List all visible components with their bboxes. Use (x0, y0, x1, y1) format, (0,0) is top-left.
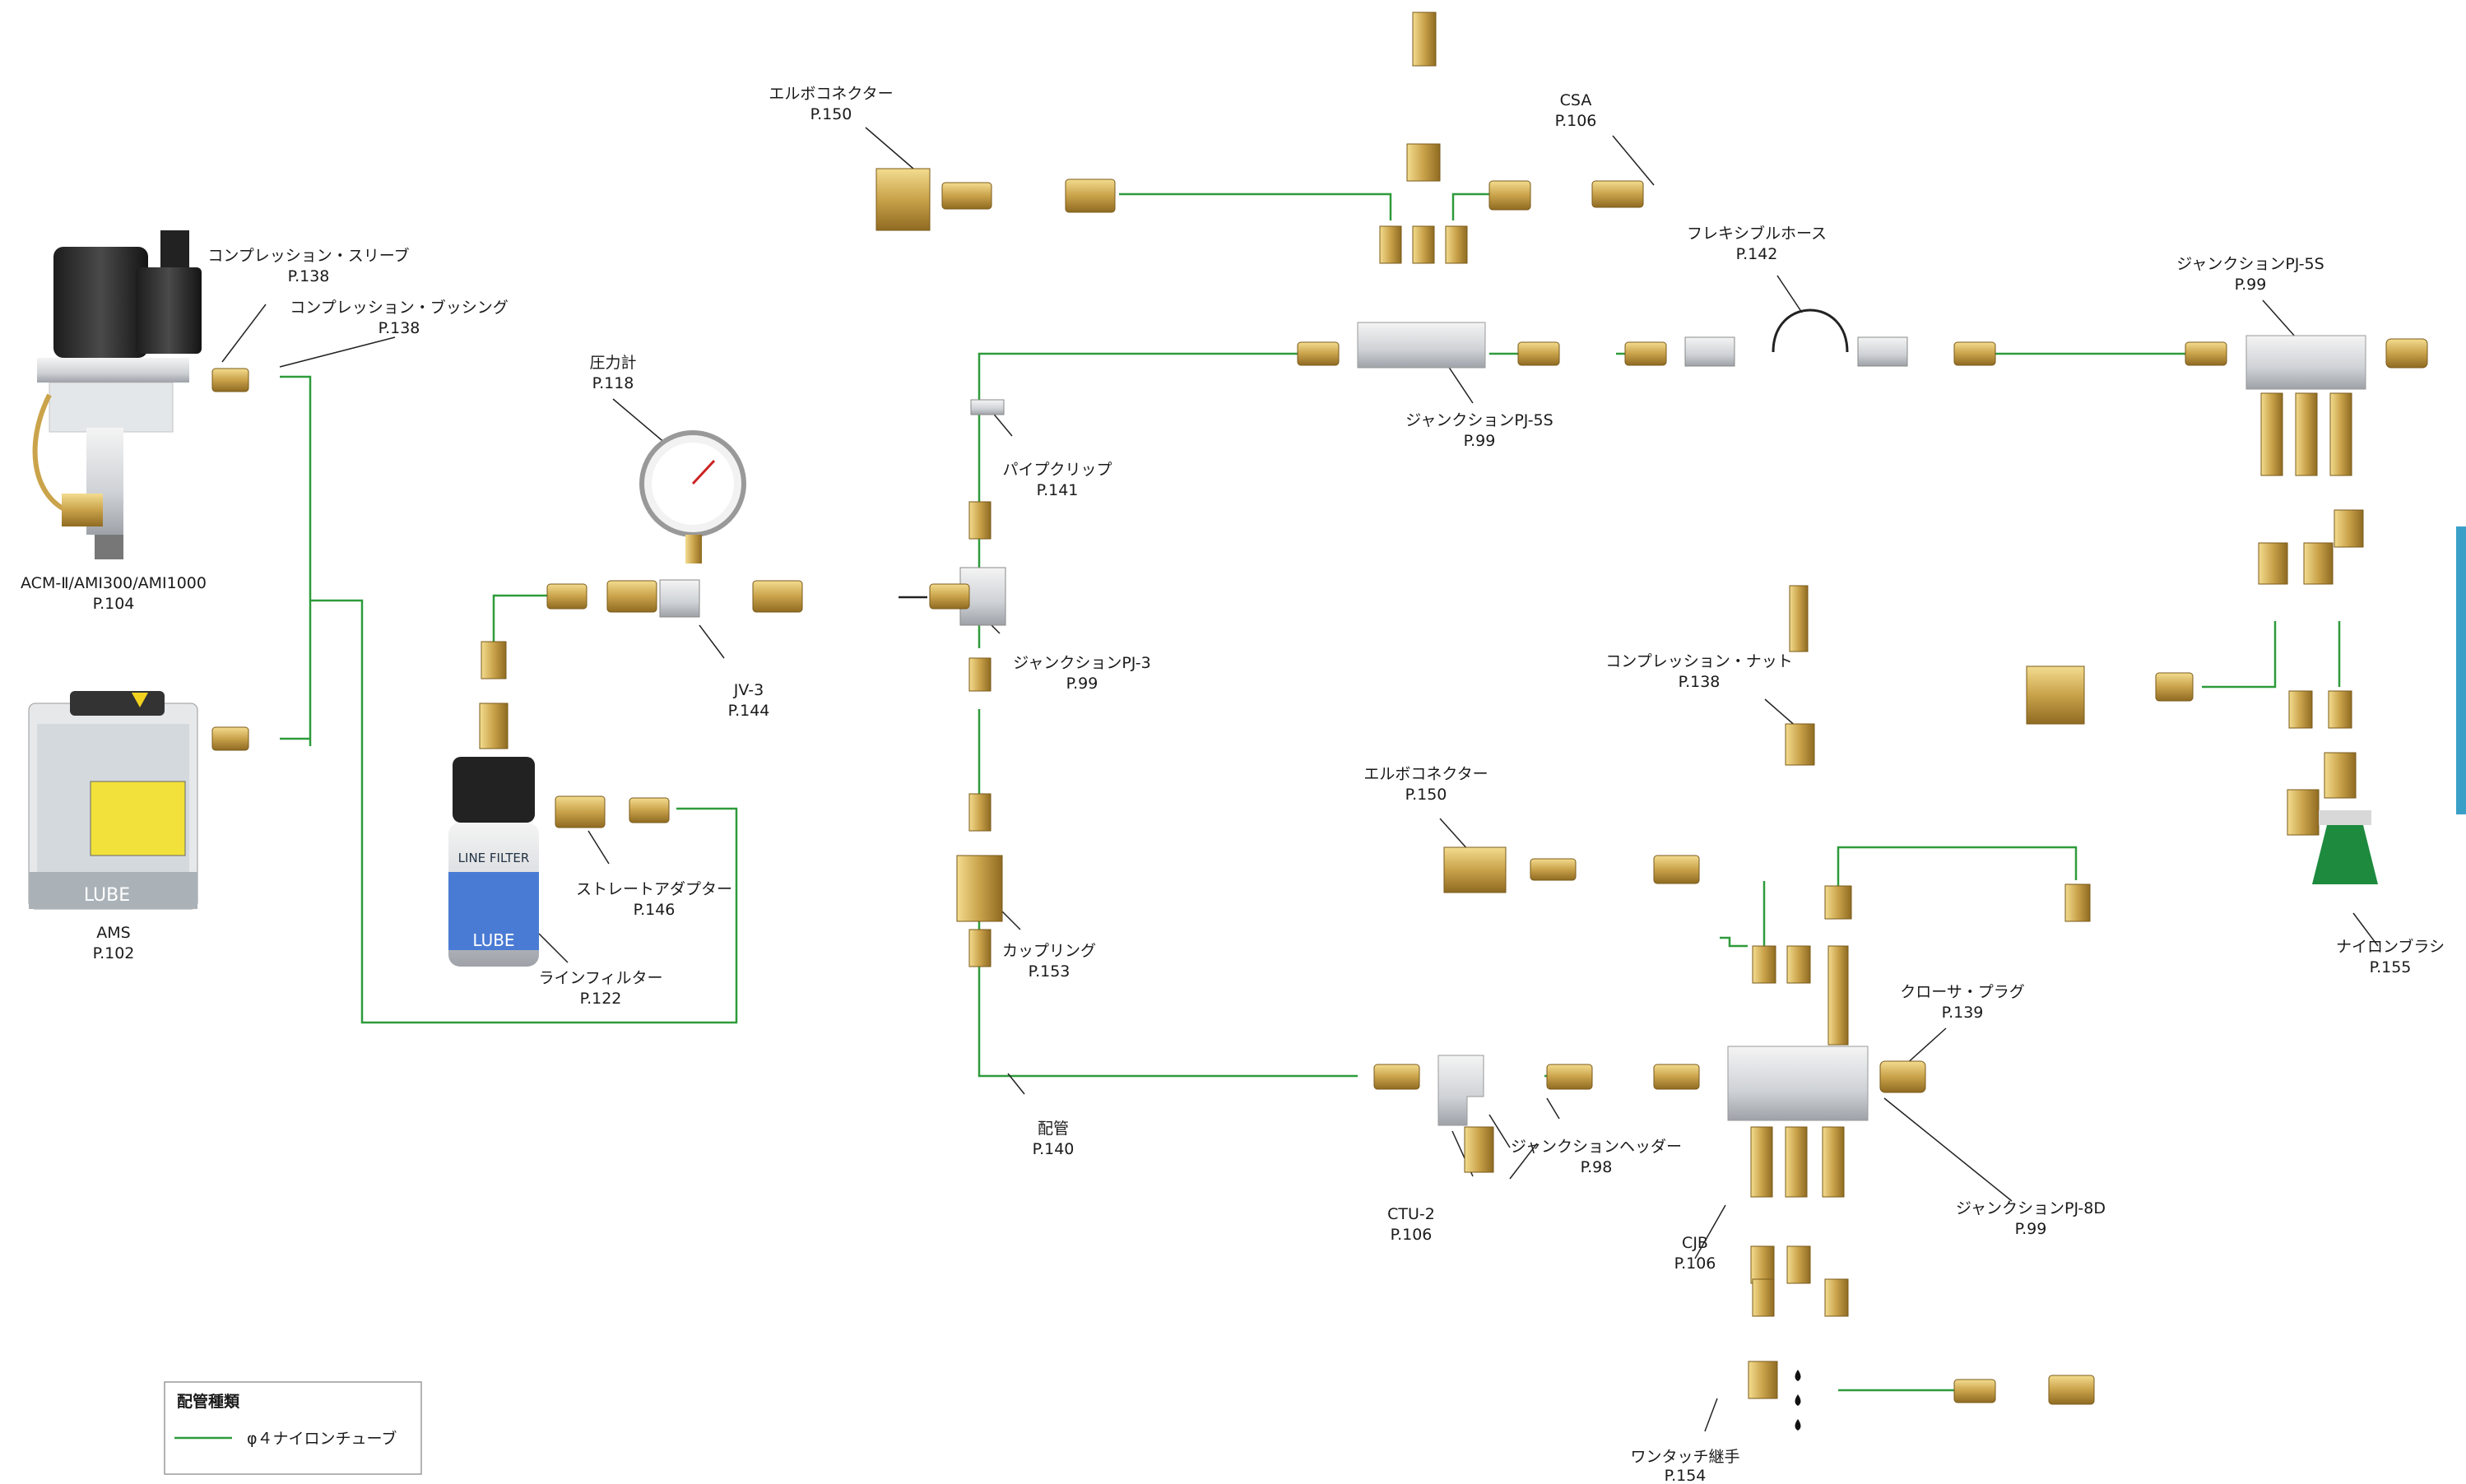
label-acm: ACM-Ⅱ/AMI300/AMI1000 (21, 574, 207, 592)
nylon-brush (2312, 810, 2378, 884)
oil-drops (1795, 1370, 1801, 1431)
label-elbow-top-page: P.150 (810, 105, 852, 123)
svg-text:LUBE: LUBE (84, 885, 130, 906)
label-one-touch-page: P.154 (1665, 1467, 1707, 1484)
label-gauge-page: P.118 (592, 374, 634, 392)
label-acm-page: P.104 (93, 595, 135, 613)
label-nylon-brush: ナイロンブラシ (2336, 937, 2445, 956)
label-pj5s-center: ジャンクションPJ-5S (1405, 411, 1553, 429)
acm-pump (32, 230, 202, 559)
label-line-filter-page: P.122 (580, 990, 622, 1008)
line-filter: LINE FILTER LUBE (448, 757, 539, 967)
label-one-touch: ワンタッチ継手 (1630, 1448, 1739, 1466)
label-comp-sleeve-page: P.138 (288, 267, 330, 285)
label-straight-adapter: ストレートアダプター (576, 880, 732, 898)
label-elbow-mid-page: P.150 (1405, 786, 1447, 804)
label-ams: AMS (96, 924, 130, 942)
label-flex-hose: フレキシブルホース (1687, 224, 1827, 243)
label-gauge: 圧力計 (589, 354, 636, 372)
label-nylon-brush-page: P.155 (2370, 958, 2412, 976)
label-jv3-page: P.144 (728, 702, 770, 720)
label-comp-bushing: コンプレッション・ブッシング (290, 298, 508, 317)
label-jv3: JV-3 (733, 681, 764, 699)
label-ctu2: CTU-2 (1387, 1205, 1435, 1223)
label-coupling-page: P.153 (1029, 962, 1070, 981)
label-comp-nut: コンプレッション・ナット (1605, 652, 1792, 670)
label-coupling: カップリング (1002, 942, 1096, 960)
label-ctu2-page: P.106 (1391, 1226, 1433, 1244)
label-pj5s-center-page: P.99 (1464, 432, 1496, 450)
label-flex-hose-page: P.142 (1736, 245, 1778, 263)
label-csa-page: P.106 (1555, 112, 1597, 130)
label-pipe-clip: パイプクリップ (1002, 461, 1112, 479)
label-line-filter: ラインフィルター (538, 969, 662, 987)
label-elbow-mid: エルボコネクター (1363, 765, 1488, 783)
label-straight-adapter-page: P.146 (634, 901, 676, 919)
label-piping: 配管 (1038, 1120, 1069, 1138)
legend-title: 配管種類 (177, 1392, 240, 1411)
label-pj5s-right-page: P.99 (2235, 276, 2267, 294)
junction-blocks (659, 308, 2366, 1126)
side-tab (2456, 526, 2466, 814)
label-pj3: ジャンクションPJ-3 (1013, 654, 1150, 672)
label-comp-nut-page: P.138 (1679, 673, 1721, 691)
label-pj3-page: P.99 (1066, 675, 1098, 693)
label-cjb-page: P.106 (1674, 1254, 1716, 1273)
label-comp-sleeve: コンプレッション・スリーブ (207, 246, 409, 265)
label-cjb: CJB (1682, 1234, 1708, 1252)
legend-item: φ４ナイロンチューブ (247, 1429, 397, 1448)
pressure-gauge (639, 430, 746, 563)
label-header: ジャンクションヘッダー (1511, 1138, 1682, 1156)
svg-text:LUBE: LUBE (472, 930, 514, 950)
label-pj5s-right: ジャンクションPJ-5S (2176, 255, 2324, 273)
label-pj8d: ジャンクションPJ-8D (1956, 1199, 2106, 1217)
label-closer-plug: クローサ・プラグ (1900, 983, 2025, 1001)
legend: 配管種類 φ４ナイロンチューブ (164, 1381, 422, 1475)
svg-text:LINE FILTER: LINE FILTER (458, 851, 530, 865)
label-comp-bushing-page: P.138 (378, 319, 420, 337)
label-header-page: P.98 (1581, 1158, 1613, 1176)
label-pj8d-page: P.99 (2015, 1220, 2047, 1238)
labels: ACM-Ⅱ/AMI300/AMI1000 P.104 AMS P.102 コンプ… (21, 85, 2445, 1484)
label-closer-plug-page: P.139 (1942, 1004, 1984, 1022)
label-csa: CSA (1560, 91, 1592, 109)
label-elbow-top: エルボコネクター (769, 85, 893, 103)
label-piping-page: P.140 (1033, 1140, 1075, 1158)
leader-lines (221, 127, 2379, 1432)
label-pipe-clip-page: P.141 (1037, 481, 1079, 499)
label-ams-page: P.102 (93, 944, 135, 962)
ams-tank: LUBE (28, 691, 198, 910)
brass-fittings (211, 12, 2428, 1405)
